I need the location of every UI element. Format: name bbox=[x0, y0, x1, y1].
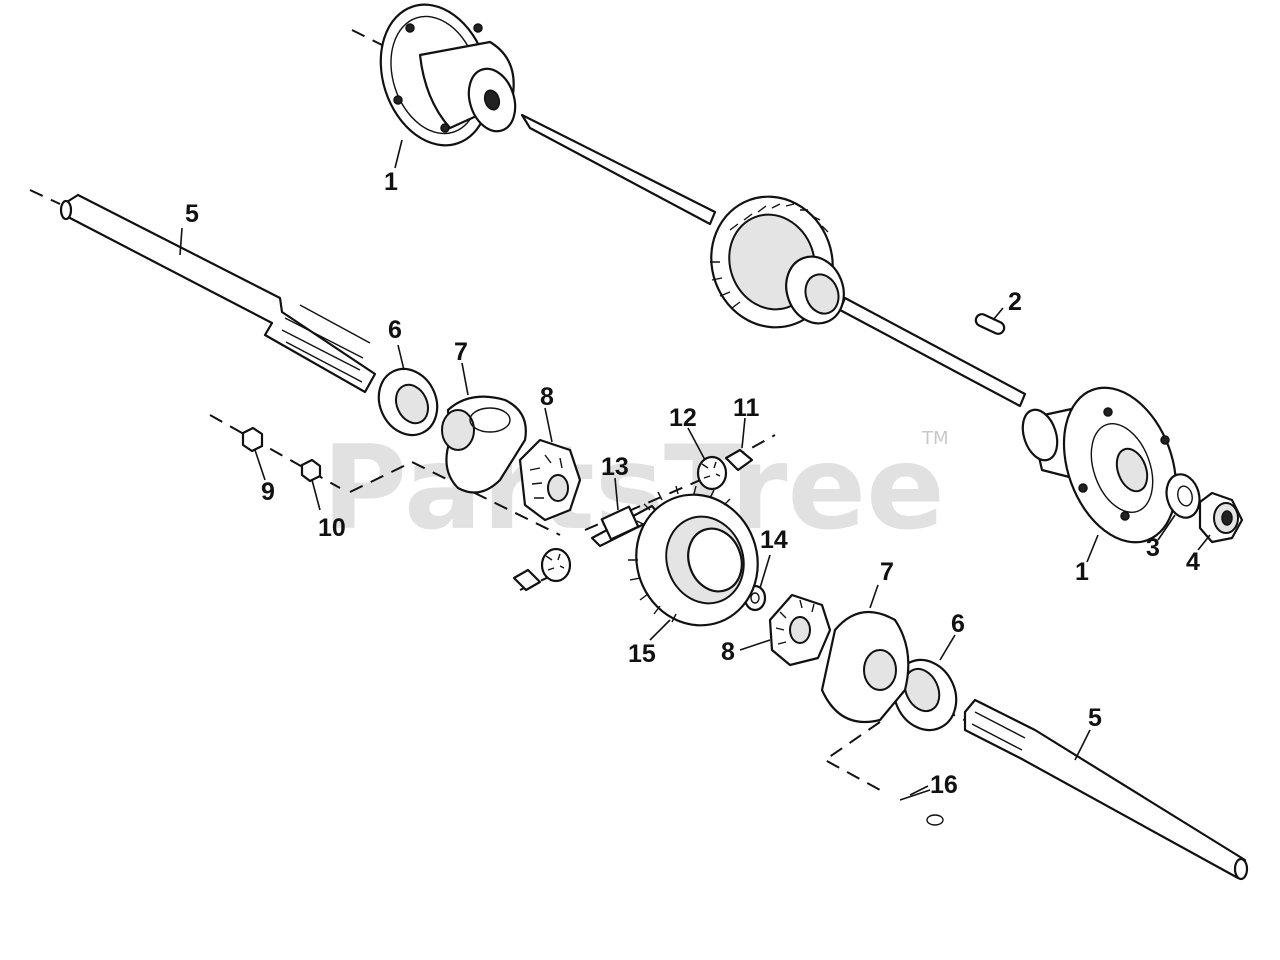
key bbox=[974, 313, 1006, 335]
screw bbox=[899, 789, 944, 826]
callout-2-key: 2 bbox=[1008, 288, 1022, 316]
callout-11-thrust-washer: 11 bbox=[733, 394, 760, 422]
pinion-gear bbox=[696, 455, 728, 491]
watermark-trademark: TM bbox=[921, 428, 949, 449]
callout-10-lock-nut: 10 bbox=[318, 514, 346, 542]
callout-7-left-case: 7 bbox=[454, 338, 468, 366]
pinion-gear-lower bbox=[540, 547, 572, 583]
right-case-half bbox=[820, 610, 910, 724]
callout-7-right-case: 7 bbox=[880, 558, 894, 586]
watermark: PartsTree bbox=[322, 421, 945, 556]
callout-16-screw: 16 bbox=[930, 771, 958, 799]
callout-9-bolt: 9 bbox=[261, 478, 275, 506]
left-axle-shaft bbox=[59, 193, 377, 394]
callout-14-spacer: 14 bbox=[760, 526, 788, 554]
bolt bbox=[241, 426, 264, 453]
callout-12-pinion-gear: 12 bbox=[669, 404, 697, 432]
callout-1-lower-hub: 1 bbox=[1075, 558, 1089, 586]
callout-4-nut: 4 bbox=[1186, 548, 1200, 576]
callout-6-right-bearing: 6 bbox=[951, 610, 965, 638]
callouts: 1 2 1 3 4 5 5 6 6 7 7 8 8 9 10 11 12 13 … bbox=[185, 168, 1200, 799]
callout-5-left-axle: 5 bbox=[185, 200, 199, 228]
left-case-half bbox=[441, 395, 527, 494]
callout-3-washer: 3 bbox=[1146, 534, 1160, 562]
right-side-gear bbox=[768, 593, 832, 667]
callout-1-upper-hub: 1 bbox=[384, 168, 398, 196]
lower-wheel-hub bbox=[1021, 386, 1178, 544]
washer bbox=[1165, 473, 1201, 519]
callout-5-right-axle: 5 bbox=[1088, 704, 1102, 732]
lock-nut bbox=[300, 458, 322, 483]
upper-axle-assembly bbox=[520, 113, 1027, 408]
upper-wheel-hub bbox=[379, 3, 517, 147]
thrust-washer-lower bbox=[512, 568, 542, 592]
hex-nut bbox=[1198, 491, 1244, 544]
leader-lines bbox=[179, 139, 1211, 796]
callout-15-ring-gear: 15 bbox=[628, 640, 656, 668]
right-axle-shaft bbox=[963, 698, 1249, 881]
callout-13-pinion-shaft: 13 bbox=[601, 453, 629, 481]
callout-6-left-bearing: 6 bbox=[388, 316, 402, 344]
callout-8-left-gear: 8 bbox=[540, 383, 554, 411]
thrust-washer bbox=[724, 448, 754, 472]
right-bearing bbox=[892, 658, 958, 732]
left-side-gear bbox=[518, 438, 582, 522]
callout-8-right-gear: 8 bbox=[721, 638, 735, 666]
left-bearing bbox=[377, 367, 439, 437]
ring-gear bbox=[628, 485, 759, 627]
